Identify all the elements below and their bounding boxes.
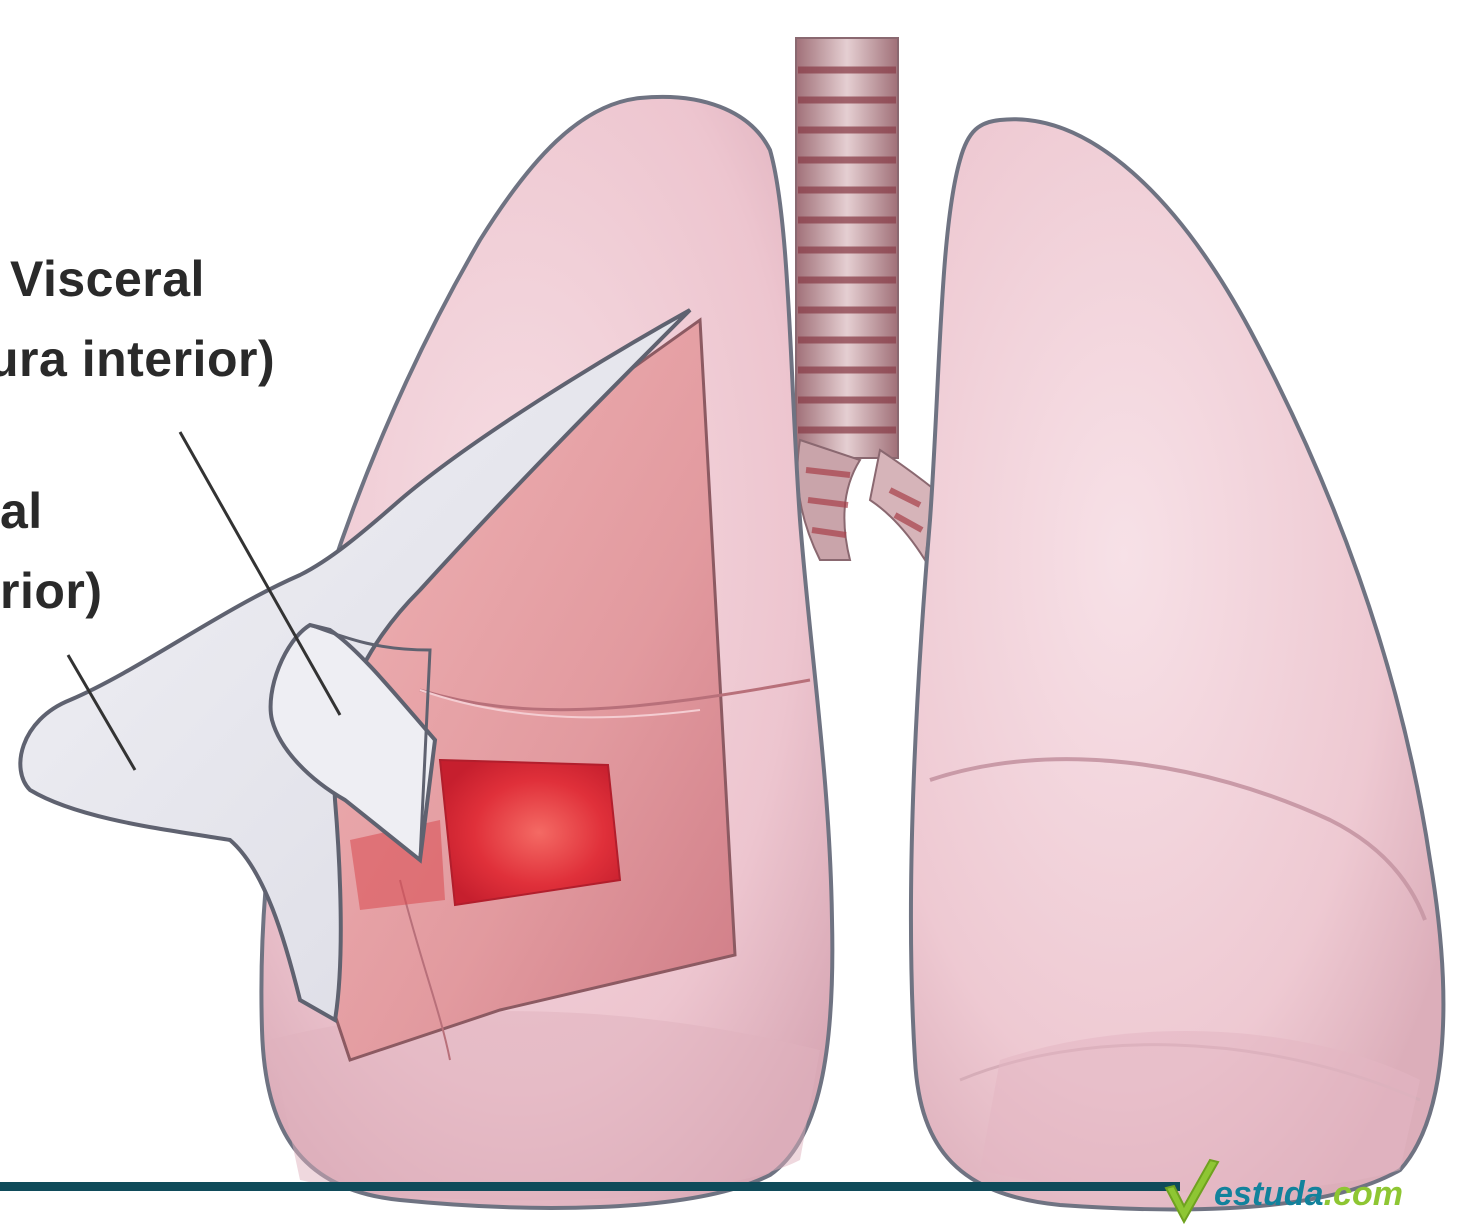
- checkmark-icon: [1162, 1158, 1222, 1230]
- logo-domain: .com: [1324, 1175, 1403, 1213]
- parietal-label-line1: al: [0, 482, 43, 540]
- visceral-label-line2: ura interior): [0, 330, 275, 388]
- logo-name: estuda: [1214, 1175, 1324, 1213]
- estuda-logo: estuda.com: [1158, 1158, 1458, 1230]
- parietal-label-line2: rior): [0, 562, 103, 620]
- visceral-label-line1: Visceral: [10, 250, 205, 308]
- logo-wordmark: estuda.com: [1214, 1174, 1403, 1214]
- footer-divider-bar: [0, 1182, 1180, 1191]
- trachea: [796, 38, 935, 560]
- inner-lung-wound: [440, 760, 620, 905]
